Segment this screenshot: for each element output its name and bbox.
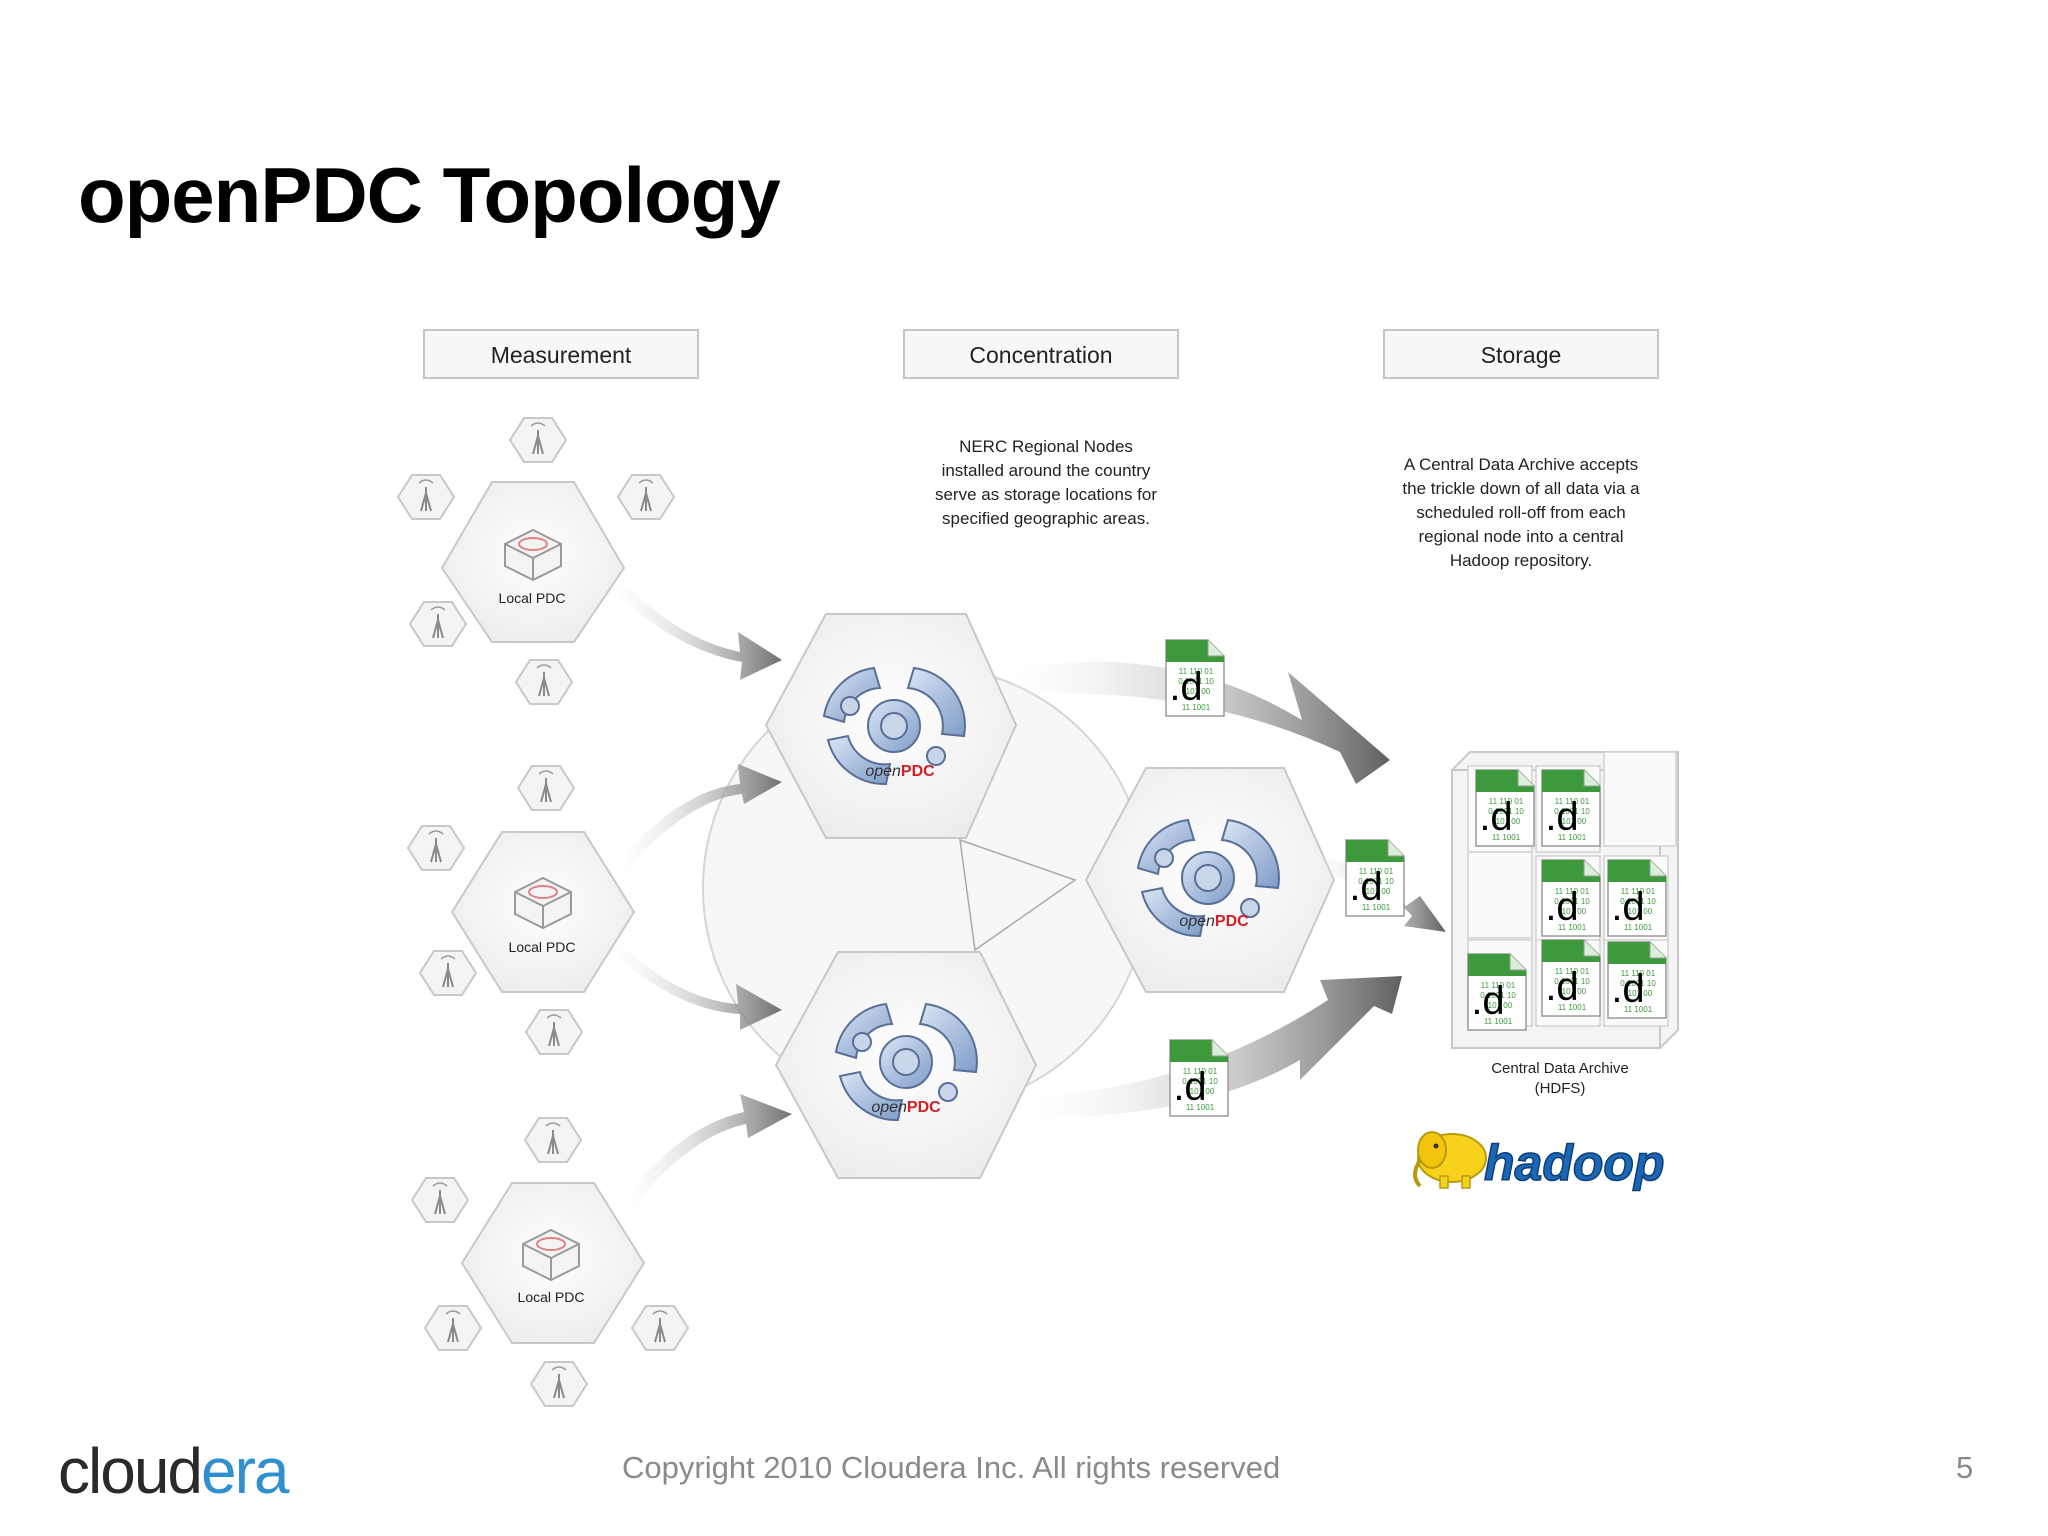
- pmu-sensor-hex: [630, 1305, 690, 1351]
- data-file-icon: [1345, 839, 1405, 917]
- storage-desc-line-1: A Central Data Archive accepts: [1404, 455, 1638, 474]
- regional-links: [959, 838, 1077, 952]
- hadoop-wordmark: hadoop: [1484, 1135, 1665, 1191]
- local-pdc-cluster-3: Local PDC: [410, 1117, 690, 1407]
- data-file-icon: [1475, 769, 1535, 847]
- local-pdc-label: Local PDC: [499, 590, 566, 606]
- openpdc-logo-prefix: open: [1179, 913, 1215, 930]
- data-file-icon: [1169, 1039, 1229, 1117]
- concentration-desc-line-3: serve as storage locations for: [935, 485, 1157, 504]
- pmu-sensor-hex: [418, 950, 478, 996]
- storage-desc-line-2: the trickle down of all data via a: [1402, 479, 1640, 498]
- concentration-desc-line-1: NERC Regional Nodes: [959, 437, 1133, 456]
- cloudera-logo-accent: era: [201, 1435, 289, 1507]
- header-measurement: Measurement: [423, 329, 699, 379]
- slide-title: openPDC Topology: [78, 151, 781, 239]
- arrow: [618, 764, 782, 870]
- header-measurement-label: Measurement: [491, 342, 632, 368]
- data-file-icon: [1467, 953, 1527, 1031]
- pmu-sensor-hex: [616, 474, 676, 520]
- concentration-description: NERC Regional Nodes installed around the…: [935, 437, 1157, 528]
- copyright-notice: Copyright 2010 Cloudera Inc. All rights …: [622, 1450, 1281, 1485]
- openpdc-node-bottom: openPDC: [774, 951, 1038, 1179]
- openpdc-node-top: openPDC: [764, 613, 1018, 839]
- pmu-sensor-hex: [529, 1361, 589, 1407]
- header-concentration: Concentration: [903, 329, 1179, 379]
- header-storage-label: Storage: [1481, 342, 1562, 368]
- concentration-desc-line-4: specified geographic areas.: [942, 509, 1150, 528]
- archive-label-line-2: (HDFS): [1535, 1080, 1586, 1097]
- header-concentration-label: Concentration: [969, 342, 1112, 368]
- hadoop-logo: hadoop: [1413, 1131, 1665, 1192]
- concentration-desc-line-2: installed around the country: [942, 461, 1151, 480]
- storage-desc-line-3: scheduled roll-off from each: [1416, 503, 1625, 522]
- central-data-archive: Central Data Archive (HDFS): [1451, 751, 1679, 1097]
- data-file-icon: [1541, 859, 1601, 937]
- data-file-icon: [1607, 859, 1667, 937]
- pmu-sensor-hex: [406, 825, 466, 871]
- local-pdc-label: Local PDC: [518, 1289, 585, 1305]
- openpdc-node-right: openPDC: [1084, 767, 1336, 993]
- local-pdc-label: Local PDC: [509, 939, 576, 955]
- openpdc-logo-text: openPDC: [1179, 913, 1249, 930]
- measurement-arrows: [612, 580, 792, 1208]
- openpdc-logo-text: openPDC: [871, 1099, 941, 1116]
- openpdc-logo-suffix: PDC: [907, 1099, 941, 1116]
- pmu-sensor-hex: [408, 601, 468, 647]
- archive-label-line-1: Central Data Archive: [1491, 1060, 1629, 1077]
- pmu-sensor-hex: [523, 1117, 583, 1163]
- pmu-sensor-hex: [396, 474, 456, 520]
- openpdc-logo-suffix: PDC: [1215, 913, 1249, 930]
- data-file-icon: [1607, 941, 1667, 1019]
- data-file-icon: [1541, 939, 1601, 1017]
- pmu-sensor-hex: [423, 1305, 483, 1351]
- storage-desc-line-4: regional node into a central: [1418, 527, 1623, 546]
- pmu-sensor-hex: [410, 1177, 470, 1223]
- pmu-sensor-hex: [514, 659, 574, 705]
- storage-desc-line-5: Hadoop repository.: [1450, 551, 1592, 570]
- storage-description: A Central Data Archive accepts the trick…: [1402, 455, 1640, 570]
- cloudera-logo: cloudera: [58, 1434, 289, 1508]
- cloudera-logo-main: cloud: [58, 1435, 203, 1507]
- openpdc-logo-prefix: open: [865, 763, 901, 780]
- pmu-sensor-hex: [516, 765, 576, 811]
- data-file-icon: [1541, 769, 1601, 847]
- arrow: [1008, 661, 1390, 784]
- openpdc-logo-suffix: PDC: [901, 763, 935, 780]
- arrow: [612, 580, 782, 680]
- openpdc-logo-prefix: open: [871, 1099, 907, 1116]
- arrow: [612, 944, 782, 1030]
- data-file-icon: [1165, 639, 1225, 717]
- hadoop-elephant-icon: [1413, 1131, 1487, 1189]
- local-pdc-cluster-2: Local PDC: [406, 765, 636, 1055]
- local-pdc-cluster-1: Local PDC: [396, 417, 676, 705]
- arrow: [624, 1094, 792, 1208]
- openpdc-logo-text: openPDC: [865, 763, 935, 780]
- pmu-sensor-hex: [524, 1009, 584, 1055]
- pmu-sensor-hex: [508, 417, 568, 463]
- page-number: 5: [1956, 1450, 1974, 1485]
- header-storage: Storage: [1383, 329, 1659, 379]
